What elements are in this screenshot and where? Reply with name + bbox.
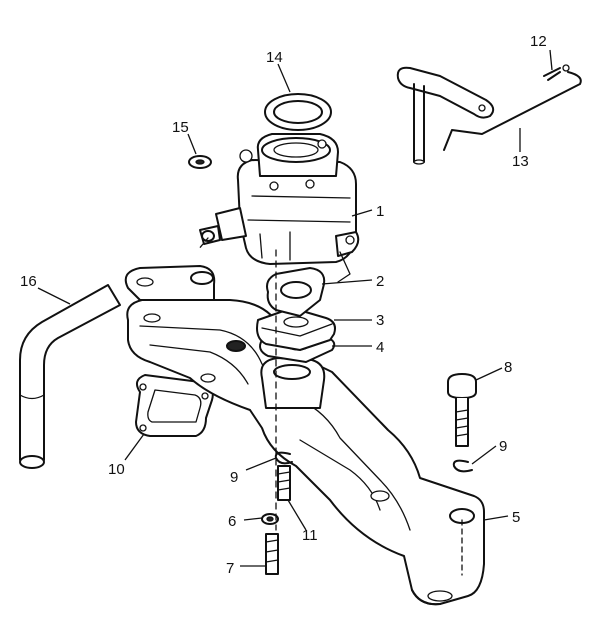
lockwasher-part-9-right xyxy=(452,459,473,473)
intake-manifold-part-5 xyxy=(124,265,485,606)
callout-14: 14 xyxy=(266,49,283,66)
callout-2: 2 xyxy=(376,273,384,290)
callout-9-left: 9 xyxy=(230,469,238,486)
callout-9-right: 9 xyxy=(499,438,507,455)
clip-part-12 xyxy=(543,64,570,81)
gasket-part-10 xyxy=(135,374,214,437)
callout-6: 6 xyxy=(228,513,236,530)
fitting-centerline xyxy=(197,237,209,251)
callout-4: 4 xyxy=(376,339,384,356)
callout-16: 16 xyxy=(20,273,37,290)
leader-lines xyxy=(37,49,553,567)
bolt-part-8 xyxy=(447,373,477,447)
o-ring-part-14 xyxy=(264,93,332,131)
callout-8: 8 xyxy=(504,359,512,376)
callout-12: 12 xyxy=(530,33,547,50)
stud-part-11 xyxy=(277,465,291,501)
washer-part-15 xyxy=(188,155,212,169)
hose-part-16 xyxy=(19,284,121,469)
callout-11: 11 xyxy=(302,527,318,544)
gasket-part-2 xyxy=(266,267,326,317)
carburetor-part-1 xyxy=(199,133,360,283)
callout-5: 5 xyxy=(512,509,520,526)
callout-1: 1 xyxy=(376,203,384,220)
stud-part-7 xyxy=(265,533,279,575)
washer-part-6 xyxy=(261,513,279,525)
callout-labels: 1 2 3 4 5 6 7 8 9 9 10 11 12 13 14 15 16 xyxy=(20,33,547,577)
throttle-rod-part-13 xyxy=(396,66,582,165)
callout-7: 7 xyxy=(226,560,234,577)
callout-13: 13 xyxy=(512,153,529,170)
callout-15: 15 xyxy=(172,119,189,136)
callout-3: 3 xyxy=(376,312,384,329)
callout-10: 10 xyxy=(108,461,125,478)
